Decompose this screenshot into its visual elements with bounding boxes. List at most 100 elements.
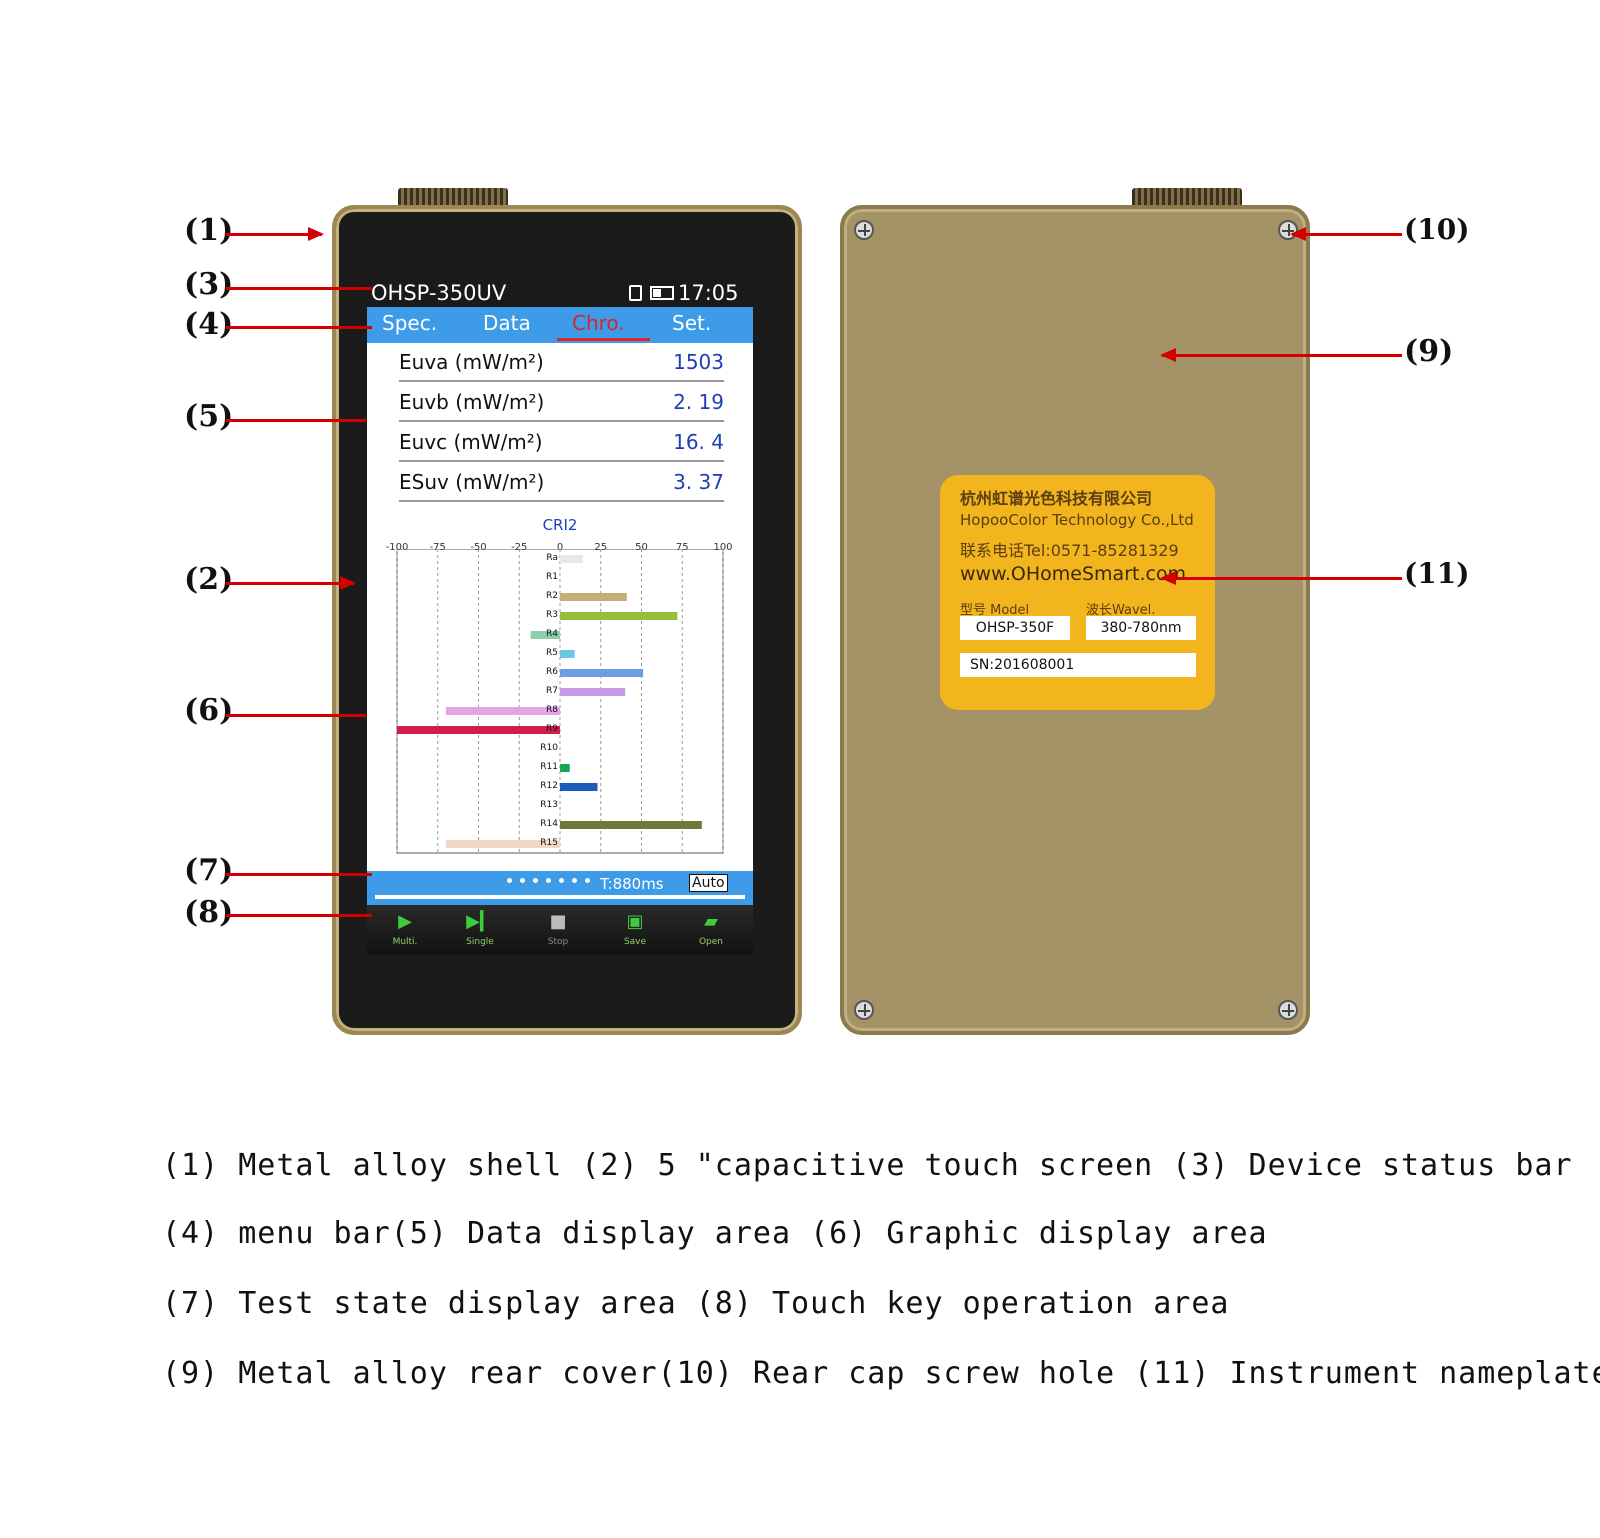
bar-R15 xyxy=(445,840,560,848)
category-label: R8 xyxy=(546,705,558,715)
touch-screen: OHSP-350UV 17:05 Spec. Data Chro. Set. E… xyxy=(367,279,753,955)
category-label: R2 xyxy=(546,591,558,601)
menu-data[interactable]: Data xyxy=(483,311,531,335)
x-tick-label: 100 xyxy=(713,542,733,553)
key-label: Single xyxy=(466,937,494,947)
arrow-icon xyxy=(1290,227,1402,241)
step-forward-icon: ▶▎ xyxy=(466,911,494,932)
back-top-connector xyxy=(1132,188,1242,208)
data-label: Euvc (mW/m²) xyxy=(399,430,543,454)
bar-R2 xyxy=(560,593,627,601)
x-tick-label: 75 xyxy=(675,542,689,553)
device-model: OHSP-350UV xyxy=(371,281,507,305)
arrow-icon xyxy=(226,576,356,590)
screw-hole-icon xyxy=(854,1000,874,1020)
callout-4: (4) xyxy=(184,307,234,342)
progress-dot xyxy=(572,878,577,883)
progress-dot xyxy=(533,878,538,883)
callout-10: (10) xyxy=(1404,213,1470,246)
category-label: Ra xyxy=(546,553,558,563)
arrow-icon xyxy=(226,326,372,329)
bar-R11 xyxy=(560,764,570,772)
save-button[interactable]: ▣ Save xyxy=(605,905,665,955)
legend-line-1: (1) Metal alloy shell (2) 5 "capacitive … xyxy=(162,1148,1573,1183)
progress-bar xyxy=(375,895,745,899)
data-value: 2. 19 xyxy=(673,390,724,414)
company-name-en: HopooColor Technology Co.,Ltd xyxy=(960,511,1194,529)
category-label: R1 xyxy=(546,572,558,582)
data-label: Euva (mW/m²) xyxy=(399,350,544,374)
arrow-icon xyxy=(1160,348,1402,362)
floppy-disk-icon: ▣ xyxy=(626,911,644,932)
legend-line-4: (9) Metal alloy rear cover(10) Rear cap … xyxy=(162,1356,1600,1391)
x-tick-label: -50 xyxy=(470,542,487,553)
single-button[interactable]: ▶▎ Single xyxy=(450,905,510,955)
callout-5: (5) xyxy=(184,399,234,434)
data-value: 1503 xyxy=(673,350,724,374)
key-label: Save xyxy=(623,937,647,947)
callout-3: (3) xyxy=(184,267,234,302)
data-label: ESuv (mW/m²) xyxy=(399,470,545,494)
x-tick-label: 0 xyxy=(556,542,564,553)
wavelength-value: 380-780nm xyxy=(1086,616,1196,640)
data-value: 3. 37 xyxy=(673,470,724,494)
data-row: Euva (mW/m²) 1503 xyxy=(399,342,724,382)
category-label: R5 xyxy=(546,648,558,658)
category-label: R11 xyxy=(540,762,558,772)
x-tick-label: -25 xyxy=(511,542,528,553)
bar-R14 xyxy=(560,821,702,829)
multi-button[interactable]: ▶ Multi. xyxy=(375,905,435,955)
stop-button[interactable]: ■ Stop xyxy=(528,905,588,955)
key-label: Multi. xyxy=(392,937,418,947)
instrument-nameplate: 杭州虹谱光色科技有限公司 HopooColor Technology Co.,L… xyxy=(940,475,1215,710)
category-label: R6 xyxy=(546,667,558,677)
key-label: Open xyxy=(698,937,724,947)
category-label: R4 xyxy=(546,629,558,639)
x-tick-label: -75 xyxy=(429,542,446,553)
progress-dot xyxy=(585,878,590,883)
touch-key-area: ▶ Multi. ▶▎ Single ■ Stop ▣ Save ▰ Open xyxy=(367,905,753,955)
folder-icon: ▰ xyxy=(704,911,718,932)
bar-R9 xyxy=(397,726,560,734)
arrow-icon xyxy=(226,287,372,290)
callout-2: (2) xyxy=(184,562,234,597)
callout-6: (6) xyxy=(184,693,234,728)
menu-spec[interactable]: Spec. xyxy=(382,311,438,335)
category-label: R7 xyxy=(546,686,558,696)
legend-line-2: (4) menu bar(5) Data display area (6) Gr… xyxy=(162,1216,1268,1251)
callout-8: (8) xyxy=(184,895,234,930)
key-label: Stop xyxy=(547,937,569,947)
serial-number: SN:201608001 xyxy=(960,653,1196,677)
progress-dot xyxy=(507,878,512,883)
play-icon: ▶ xyxy=(398,911,412,932)
integration-time: T:880ms xyxy=(600,875,664,893)
progress-dot xyxy=(559,878,564,883)
legend-line-3: (7) Test state display area (8) Touch ke… xyxy=(162,1286,1230,1321)
data-row: Euvb (mW/m²) 2. 19 xyxy=(399,382,724,422)
battery-icon xyxy=(650,286,674,300)
menu-chro[interactable]: Chro. xyxy=(572,311,625,335)
wavelength-label: 波长Wavel. xyxy=(1086,603,1156,618)
screw-hole-icon xyxy=(854,220,874,240)
auto-mode-button[interactable]: Auto xyxy=(689,874,728,892)
category-label: R12 xyxy=(540,781,558,791)
bar-R8 xyxy=(445,707,560,715)
company-name-cn: 杭州虹谱光色科技有限公司 xyxy=(960,489,1153,508)
open-button[interactable]: ▰ Open xyxy=(681,905,741,955)
menu-set[interactable]: Set. xyxy=(672,311,712,335)
category-label: R14 xyxy=(540,819,558,829)
callout-1: (1) xyxy=(184,213,234,248)
arrow-icon xyxy=(1160,571,1402,585)
category-label: R15 xyxy=(540,838,558,848)
category-label: R10 xyxy=(540,743,558,753)
arrow-icon xyxy=(226,714,366,717)
bar-R3 xyxy=(560,612,678,620)
arrow-icon xyxy=(226,873,372,876)
sd-card-icon xyxy=(629,285,642,301)
arrow-icon xyxy=(226,914,372,917)
category-label: R3 xyxy=(546,610,558,620)
model-label: 型号 Model xyxy=(960,603,1030,618)
data-value: 16. 4 xyxy=(673,430,724,454)
callout-9: (9) xyxy=(1404,334,1454,369)
x-tick-label: -100 xyxy=(385,542,409,553)
